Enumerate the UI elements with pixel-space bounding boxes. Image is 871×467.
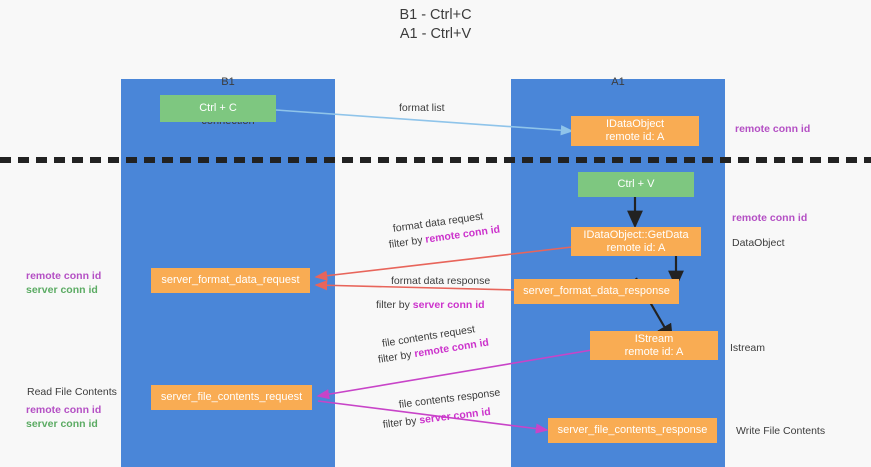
node-idataobject-getdata-label: IDataObject::GetData bbox=[583, 228, 689, 241]
node-idataobject-sub: remote id: A bbox=[605, 131, 665, 143]
edge-label-format-data-response-text: format data response bbox=[391, 275, 491, 287]
page-title: B1 - Ctrl+C A1 - Ctrl+V bbox=[399, 7, 472, 42]
right-label-remote-conn-id-top-text: remote conn id bbox=[735, 123, 811, 135]
right-label-dataobject: DataObject bbox=[732, 236, 785, 250]
left-label-read-file-contents: Read File Contents bbox=[27, 385, 117, 399]
filter-by-prefix: filter by bbox=[376, 299, 413, 311]
node-server-file-contents-request-label: server_file_contents_request bbox=[160, 391, 303, 403]
left-label-read-file-contents-text: Read File Contents bbox=[27, 386, 117, 398]
right-label-istream: Istream bbox=[730, 341, 765, 355]
node-istream[interactable]: IStream remote id: A bbox=[590, 331, 718, 360]
right-label-write-file-contents-text: Write File Contents bbox=[736, 425, 826, 437]
node-ctrl-c[interactable]: Ctrl + C bbox=[160, 95, 276, 122]
right-label-remote-conn-id-mid-text: remote conn id bbox=[732, 212, 808, 224]
edge-label-format-list-text: format list bbox=[399, 102, 445, 114]
node-ctrl-v-label: Ctrl + V bbox=[617, 178, 655, 190]
arrow-file-contents-response bbox=[317, 400, 549, 434]
left-label-server-conn-id-b: server conn id bbox=[26, 417, 98, 431]
node-ctrl-v[interactable]: Ctrl + V bbox=[578, 172, 694, 197]
arrow-format-data-request bbox=[314, 246, 573, 281]
left-label-server-conn-id-a: server conn id bbox=[26, 283, 98, 297]
node-server-file-contents-request[interactable]: server_file_contents_request bbox=[151, 385, 312, 410]
node-istream-sub: remote id: A bbox=[624, 345, 684, 358]
lane-header-b1-line1: B1 bbox=[221, 76, 235, 88]
edge-label-format-data-response-filter: filter by server conn id bbox=[376, 298, 485, 312]
node-idataobject-getdata[interactable]: IDataObject::GetData remote id: A bbox=[571, 227, 701, 256]
arrow-format-data-response bbox=[314, 280, 517, 291]
left-label-remote-conn-id-a-text: remote conn id bbox=[26, 270, 102, 282]
node-ctrl-c-label: Ctrl + C bbox=[199, 102, 237, 114]
right-label-dataobject-text: DataObject bbox=[732, 237, 785, 249]
node-istream-label: IStream bbox=[634, 332, 674, 345]
lane-header-a1-line1: A1 bbox=[611, 76, 625, 88]
right-label-remote-conn-id-top: remote conn id bbox=[735, 122, 810, 136]
node-idataobject-label: IDataObject bbox=[605, 118, 665, 130]
right-label-write-file-contents: Write File Contents bbox=[736, 424, 825, 438]
filter-key-server-conn-id: server conn id bbox=[412, 299, 485, 311]
arrow-file-contents-request bbox=[316, 349, 593, 400]
right-label-istream-text: Istream bbox=[730, 342, 766, 354]
left-label-remote-conn-id-b: remote conn id bbox=[26, 403, 101, 417]
node-server-file-contents-response-label: server_file_contents_response bbox=[557, 424, 708, 436]
left-label-server-conn-id-b-text: server conn id bbox=[26, 418, 98, 430]
left-label-server-conn-id-a-text: server conn id bbox=[26, 284, 98, 296]
node-idataobject[interactable]: IDataObject remote id: A bbox=[571, 116, 699, 146]
edge-label-format-data-response: format data response bbox=[391, 274, 490, 288]
right-label-remote-conn-id-mid: remote conn id bbox=[732, 211, 807, 225]
node-server-format-data-response[interactable]: server_format_data_response bbox=[514, 279, 679, 304]
node-server-format-data-request-label: server_format_data_request bbox=[161, 274, 300, 286]
arrow-format-list bbox=[275, 109, 574, 136]
left-label-remote-conn-id-a: remote conn id bbox=[26, 269, 101, 283]
node-server-format-data-request[interactable]: server_format_data_request bbox=[151, 268, 310, 293]
left-label-remote-conn-id-b-text: remote conn id bbox=[26, 404, 102, 416]
node-server-file-contents-response[interactable]: server_file_contents_response bbox=[548, 418, 717, 443]
node-idataobject-getdata-sub: remote id: A bbox=[606, 241, 666, 254]
edge-label-format-list: format list bbox=[399, 101, 445, 115]
node-server-format-data-response-label: server_format_data_response bbox=[523, 285, 670, 297]
